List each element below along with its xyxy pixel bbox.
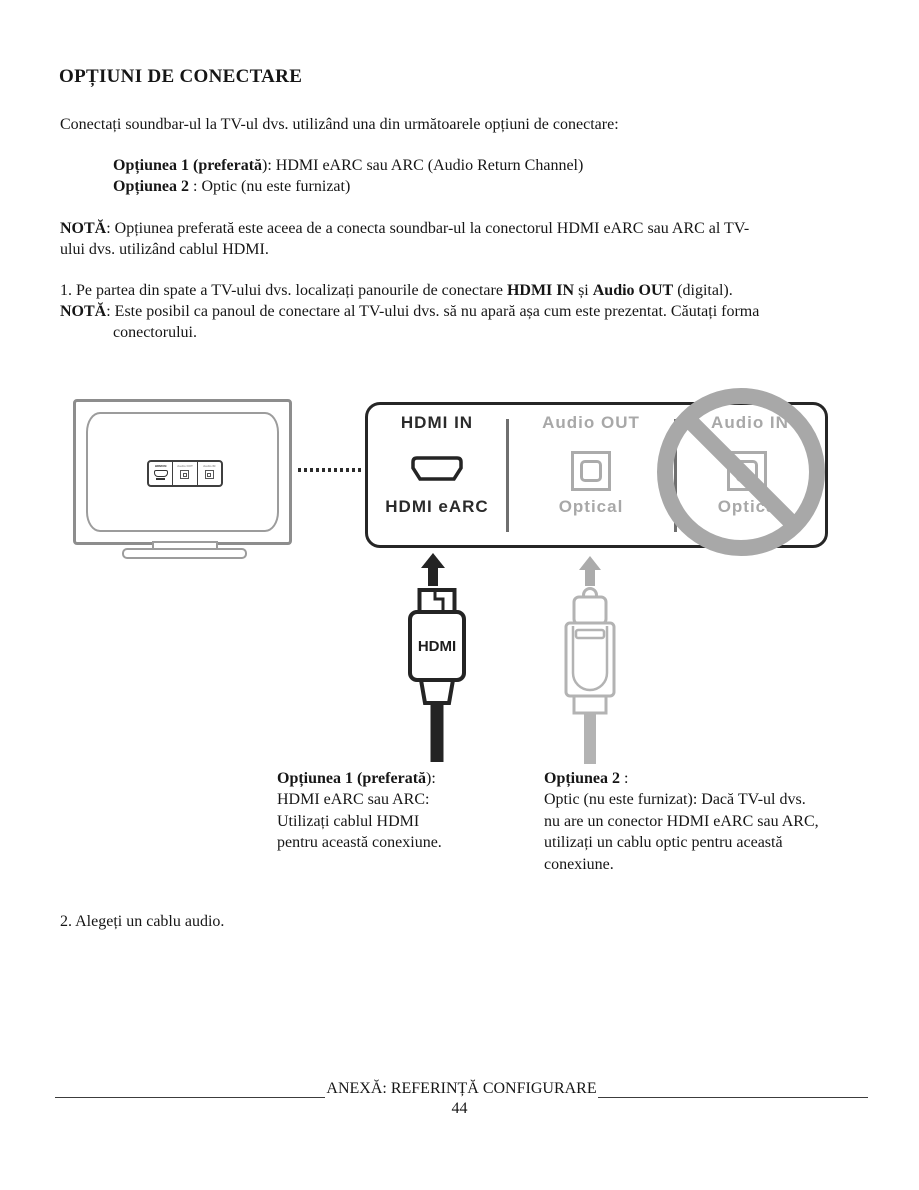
- page-number: 44: [451, 1100, 468, 1117]
- tv-mini-audio-in-label: Audio IN: [203, 464, 216, 468]
- note-1-line-2: ului dvs. utilizând cablul HDMI.: [60, 241, 269, 258]
- caption-option-2: Opțiunea 2 : Optic (nu este furnizat): D…: [544, 770, 819, 873]
- note-2-label: NOTĂ: [60, 303, 107, 320]
- hdmi-plug-label: HDMI: [418, 638, 456, 655]
- panel-hdmi-earc-label: HDMI eARC: [385, 497, 489, 516]
- tv-mini-audio-in-cell: Audio IN: [196, 462, 221, 485]
- arrow-up-icon: [421, 553, 445, 568]
- tv-rear-connector-panel: HDMI IN Audio OUT Audio IN: [147, 460, 223, 487]
- note-1-label: NOTĂ: [60, 220, 107, 237]
- panel-hdmi-in-title: HDMI IN: [400, 413, 474, 432]
- caption-option-1-title: Opțiunea 1 (preferată):: [277, 770, 436, 787]
- note-1-line-1: NOTĂ: Opțiunea preferată este aceea de a…: [60, 220, 750, 237]
- intro-paragraph: Conectați soundbar-ul la TV-ul dvs. util…: [60, 116, 619, 133]
- optical-connector-icon: [204, 470, 214, 479]
- caption-option-2-title: Opțiunea 2 :: [544, 770, 629, 787]
- tv-mini-hdmi-label: HDMI IN: [154, 464, 167, 468]
- option-2-line: Opțiunea 2 : Optic (nu este furnizat): [113, 176, 350, 197]
- option-2-text: : Optic (nu este furnizat): [189, 178, 351, 195]
- footer-label: ANEXĂ: REFERINȚĂ CONFIGURARE: [326, 1080, 597, 1097]
- page-title: OPȚIUNI DE CONECTARE: [59, 66, 303, 87]
- footer: ANEXĂ: REFERINȚĂ CONFIGURARE: [55, 1080, 869, 1098]
- tv-mini-hdmi-cell: HDMI IN: [149, 462, 172, 485]
- panel-audio-out-title: Audio OUT: [542, 413, 640, 432]
- option-1-label: Opțiunea 1 (preferată: [113, 157, 263, 174]
- hdmi-plug-icon: HDMI: [408, 588, 466, 762]
- zoom-callout-dotted-line: [298, 468, 363, 472]
- option-1-text: ): HDMI eARC sau ARC (Audio Return Chann…: [262, 157, 584, 174]
- prohibition-slash: [681, 412, 801, 532]
- tv-mini-audio-out-label: Audio OUT: [177, 464, 193, 468]
- tv-mini-audio-out-cell: Audio OUT: [172, 462, 196, 485]
- audio-out-ref: Audio OUT: [592, 282, 674, 299]
- optical-connector-icon: [571, 451, 611, 491]
- step-2-line: 2. Alegeți un cablu audio.: [60, 913, 225, 930]
- optical-connector-icon: [180, 470, 190, 479]
- option-2-label: Opțiunea 2: [113, 178, 190, 195]
- step-1-line: 1. Pe partea din spate a TV-ului dvs. lo…: [60, 282, 733, 299]
- caption-option-1: Opțiunea 1 (preferată): HDMI eARC sau AR…: [277, 770, 442, 852]
- panel-audio-out-optical-label: Optical: [558, 497, 624, 516]
- hdmi-connector-icon: [411, 456, 463, 481]
- arrow-up-icon: [579, 556, 601, 570]
- footer-rule-left: [55, 1083, 326, 1098]
- footer-rule-right: [597, 1083, 869, 1098]
- optical-plug-icon: [564, 587, 616, 764]
- hdmi-in-ref: HDMI IN: [506, 282, 575, 299]
- note-2-line-1: NOTĂ: Este posibil ca panoul de conectar…: [60, 303, 760, 320]
- tv-screen: [86, 412, 279, 532]
- tv-stand-base: [122, 548, 247, 559]
- prohibition-icon: [657, 388, 825, 556]
- note-2-line-2: conectorului.: [113, 324, 197, 341]
- panel-divider: [506, 419, 509, 532]
- hdmi-connector-icon: [153, 470, 168, 477]
- option-1-line: Opțiunea 1 (preferată): HDMI eARC sau AR…: [113, 155, 583, 176]
